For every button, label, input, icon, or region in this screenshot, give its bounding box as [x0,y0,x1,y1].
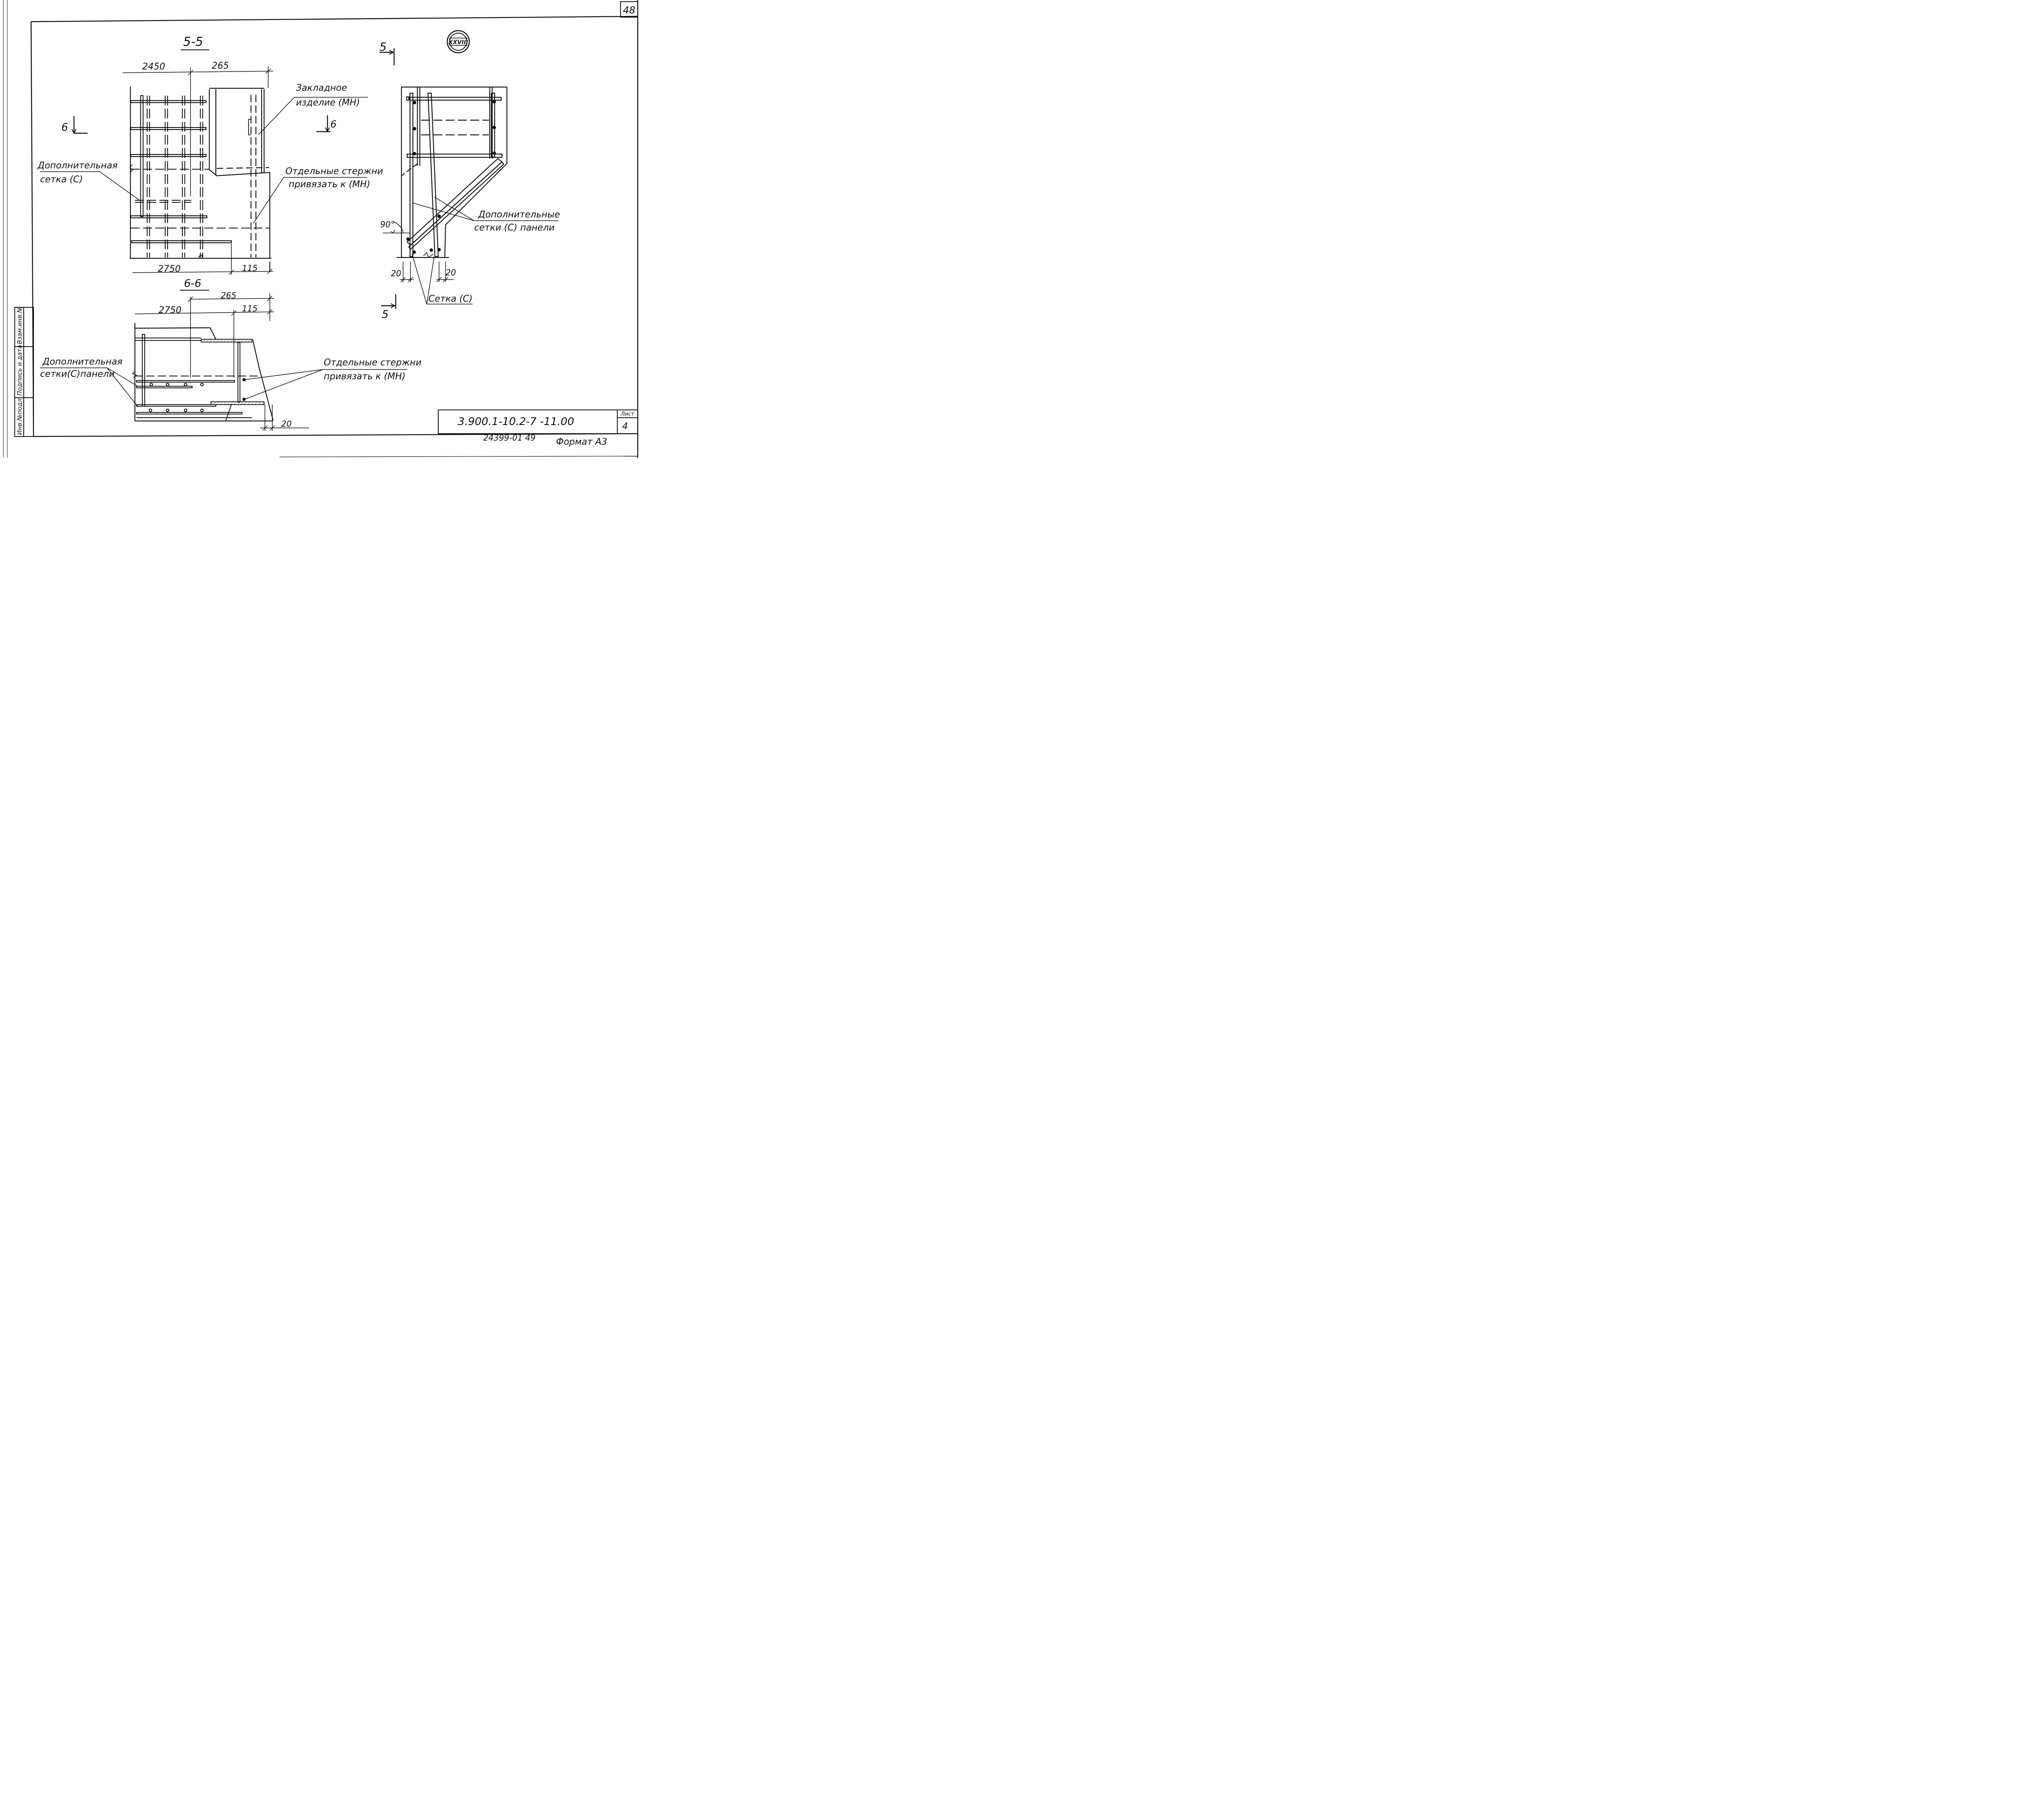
callout-66-otd-2: привязать к (МН) [324,372,406,382]
format-label: Формат А3 [556,437,607,447]
dim-20-66: 20 [281,419,291,429]
leader-66-otd [244,369,407,400]
callout-otd-sterzhni-2: привязать к (МН) [289,179,370,190]
callout-zakladnoe-2: изделие (МН) [296,98,360,108]
callout-66-otd-1: Отдельные стержни [324,358,421,368]
dim-2450: 2450 [142,62,165,72]
callout-66-dop-2: сетки(С)панели [40,369,115,379]
section-6-6: 6-6 265 2750 115 20 [40,278,421,431]
archive-code: 24399-01 49 [483,433,536,443]
dim-elev-20-left: 20 [391,269,401,278]
cut-mark-5-bottom-label: 5 [382,309,389,321]
dim-2750-55: 2750 [158,264,181,274]
leader-zakladnoe [258,97,368,135]
cut-mark-5-top-label: 5 [379,40,387,54]
cut-mark-6-right [316,115,330,133]
side-stamp [14,307,34,437]
dim-2750-66: 2750 [159,305,182,316]
list-value: 4 [622,421,628,432]
stamp-podpis-data: Подпись и дата [16,345,23,396]
angle-90-label: 90° [380,219,394,229]
elevation-view: 5 5 [379,40,560,321]
leader-66-dop [40,367,139,407]
page-number-box: 48 [620,1,638,18]
cut-mark-5-top [379,48,395,65]
section-5-5: 5-5 2450 265 [37,35,383,275]
callout-elev-dop-1: Дополнительные [478,210,560,220]
angle-90-mark [383,221,410,234]
dim-elev-20-right: 20 [446,268,456,278]
stamp-vzam-inv: Взам.инв.№ [16,307,23,344]
page-number: 48 [623,4,636,16]
list-label: Лист [621,411,634,417]
dim-line-top-55 [122,66,273,196]
dim-115-66: 115 [242,304,258,313]
drawing-canvas: 48 Инв.№подл. Подпись и дата Взам.инв.№ … [3,0,639,458]
rebars-66 [135,334,262,421]
callout-elev-dop-2: сетки (С) панели [474,223,555,233]
concrete-outline-55 [130,87,271,271]
rebars-horizontal-55 [130,100,232,244]
rebars-vertical-55 [129,95,270,258]
concrete-outline-66 [132,323,274,422]
callout-otd-sterzhni-1: Отдельные стержни [285,166,383,177]
seal-text: XXVIII [448,39,468,46]
leader-elev-dop [412,197,558,221]
embedded-item-mh [215,89,269,257]
callout-zakladnoe-1: Закладное [296,83,347,93]
cut-mark-6-left-label: 6 [61,121,68,134]
cut-mark-5-bottom [381,294,397,309]
dim-lines-66 [134,293,309,431]
callout-elev-setka: Сетка (С) [428,294,473,304]
callout-dop-setka-2: сетка (С) [40,175,83,185]
dim-265-66: 265 [221,291,236,300]
stamp-inv-podl: Инв.№подл. [16,396,23,435]
drawing-sheet: 48 Инв.№подл. Подпись и дата Взам.инв.№ … [0,0,641,458]
dim-line-bottom-55 [132,244,273,275]
weld-dots-elev [406,100,496,254]
section-55-title: 5-5 [183,35,203,49]
title-block [438,410,638,434]
dim-115-55: 115 [242,263,258,273]
leader-elev-setka [412,254,473,304]
weld-dots-66 [242,378,246,401]
seal-stamp: XXVIII [446,30,470,54]
rebars-horizontal-elev [406,96,503,158]
callout-dop-setka-1: Дополнительная [37,161,118,171]
document-designation: 3.900.1-10.2-7 -11.00 [458,416,574,428]
dim-lines-elev [400,262,454,282]
cut-mark-6-right-label: 6 [330,119,336,130]
section-66-title: 6-6 [184,278,201,290]
sheet-trim-line [279,456,638,457]
rebars-vertical-elev [406,92,504,257]
cut-mark-6-left [72,116,87,134]
leader-dop-setka [40,171,141,201]
leader-otd-sterzhni-55 [253,177,367,224]
callout-66-dop-1: Дополнительная [42,357,123,367]
dim-265-top: 265 [212,61,229,71]
